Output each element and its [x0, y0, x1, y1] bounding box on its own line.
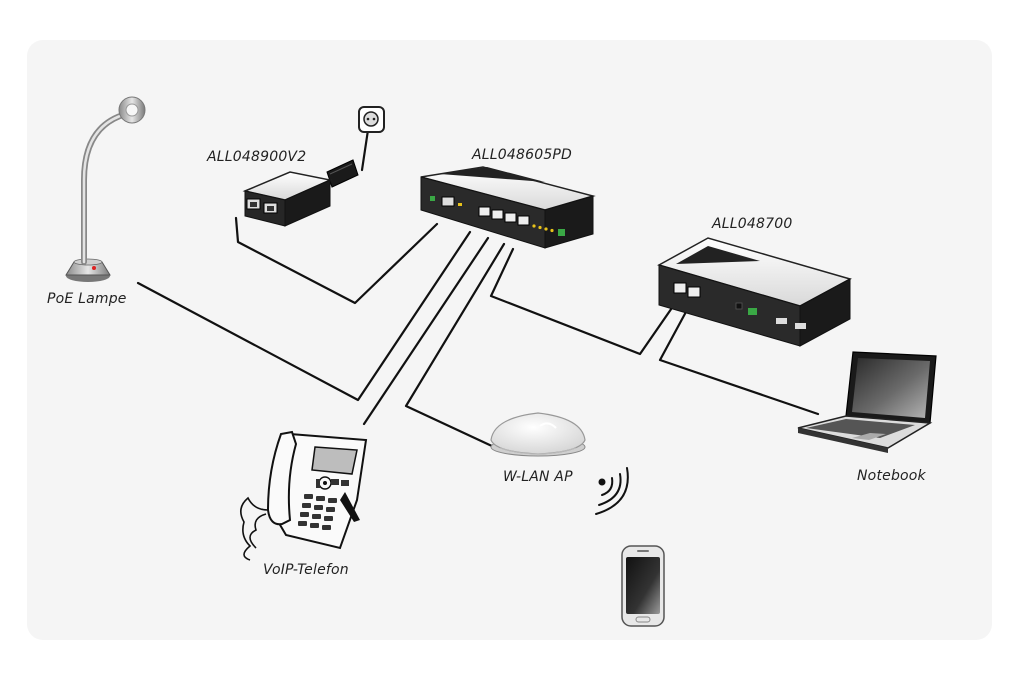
cable-phone-switch	[362, 236, 490, 426]
diagram-panel	[27, 40, 992, 640]
voip-phone-icon	[240, 430, 368, 561]
cable-switch-extender	[489, 247, 678, 356]
cable-extender-notebook	[658, 308, 820, 416]
smartphone-icon	[621, 545, 665, 627]
phone-label: VoIP-Telefon	[263, 562, 349, 578]
power-plug-icon	[326, 106, 385, 188]
lamp-label: PoE Lampe	[47, 291, 127, 307]
cable-ap-switch	[404, 242, 506, 449]
poe-extender-icon	[657, 237, 852, 347]
switch-label: ALL048605PD	[472, 147, 573, 163]
network-switch-icon	[420, 166, 596, 249]
poe-injector-icon	[242, 171, 333, 227]
extender-label: ALL048700	[712, 216, 793, 232]
notebook-label: Notebook	[857, 468, 926, 484]
cable-lamp-switch	[136, 230, 472, 402]
injector-label: ALL048900V2	[207, 149, 307, 165]
laptop-icon	[797, 351, 937, 453]
ap-label: W-LAN AP	[503, 469, 573, 485]
desk-lamp-icon	[65, 96, 146, 282]
cable-injector-switch	[234, 216, 439, 305]
cables	[136, 116, 820, 449]
access-point-icon	[490, 412, 586, 457]
wifi-waves-icon	[595, 467, 629, 515]
